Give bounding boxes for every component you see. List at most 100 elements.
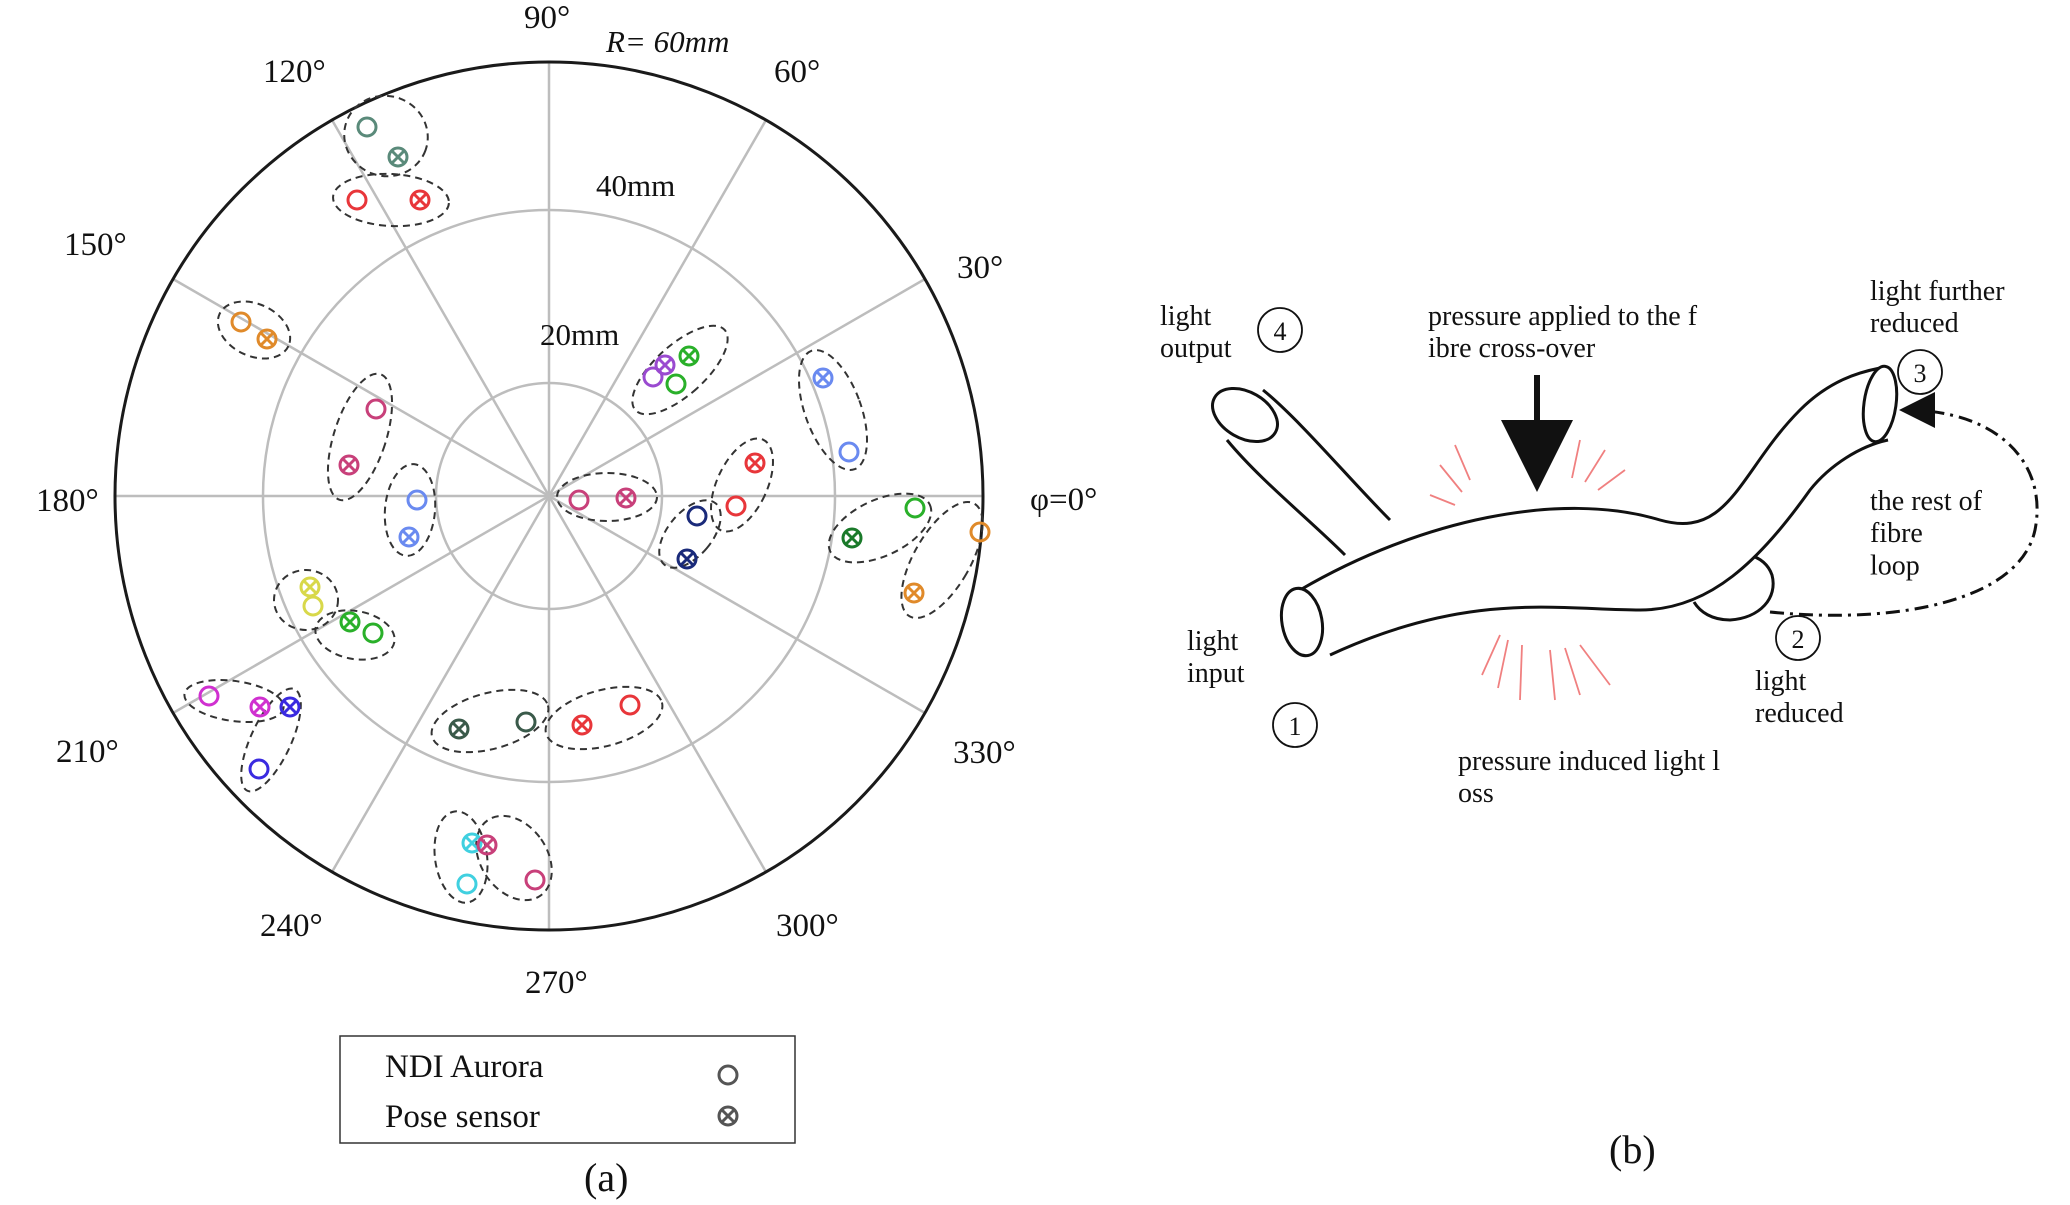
- aurora-marker: [356, 116, 378, 138]
- pose-marker: [678, 345, 700, 367]
- marker-group-outlines: [183, 94, 984, 904]
- pose-marker: [299, 576, 321, 598]
- pose-marker: [448, 718, 470, 740]
- angle-label-150: 150°: [64, 227, 127, 263]
- group-outline: [326, 372, 394, 502]
- pose-marker: [398, 526, 420, 548]
- aurora-marker: [904, 497, 926, 519]
- pose-marker: [249, 696, 271, 718]
- angle-label-240: 240°: [260, 908, 323, 944]
- pose-marker: [744, 452, 766, 474]
- pose-marker: [654, 354, 676, 376]
- aurora-marker: [524, 869, 546, 891]
- angle-label-300: 300°: [776, 908, 839, 944]
- group-outline: [556, 472, 658, 522]
- aurora-marker: [568, 489, 590, 511]
- pose-marker: [338, 454, 360, 476]
- group-outline: [710, 437, 774, 533]
- port-4-badge: [1257, 307, 1303, 353]
- angle-label-270: 270°: [525, 965, 588, 1001]
- caption-b: (b): [1609, 1127, 1656, 1172]
- angle-label-30: 30°: [957, 250, 1003, 286]
- pose-marker: [279, 696, 301, 718]
- group-outline: [183, 679, 285, 723]
- group-outline: [475, 814, 553, 902]
- aurora-marker: [515, 711, 537, 733]
- group-outline: [658, 499, 722, 569]
- port-3-badge: [1897, 349, 1943, 395]
- port-4-number: 4: [1274, 317, 1287, 346]
- aurora-marker: [248, 758, 270, 780]
- group-outline: [797, 349, 869, 471]
- aurora-marker: [686, 505, 708, 527]
- light-loss-rays: [1429, 439, 1626, 701]
- pose-marker: [409, 189, 431, 211]
- angle-label-0: φ=0°: [1030, 482, 1097, 518]
- pose-marker: [676, 548, 698, 570]
- port-2-number: 2: [1792, 625, 1805, 654]
- aurora-marker: [406, 489, 428, 511]
- port-4-end: [1211, 386, 1279, 444]
- aurora-marker: [969, 521, 991, 543]
- aurora-marker: [838, 441, 860, 463]
- legend-pose-symbol: [717, 1105, 739, 1127]
- pose-marker: [903, 582, 925, 604]
- group-outline: [332, 172, 450, 228]
- pose-sensor-markers: [249, 146, 925, 856]
- aurora-marker: [198, 685, 220, 707]
- aurora-marker: [230, 311, 252, 333]
- group-outline: [827, 492, 933, 564]
- pose-marker: [256, 328, 278, 350]
- polar-grid: [115, 62, 983, 930]
- front-fibre-tube: [1279, 364, 1899, 658]
- aurora-marker: [619, 694, 641, 716]
- aurora-marker: [665, 373, 687, 395]
- aurora-marker: [302, 595, 324, 617]
- aurora-marker: [362, 622, 384, 644]
- aurora-marker: [642, 366, 664, 388]
- legend-label-ndi-aurora: NDI Aurora: [385, 1049, 544, 1085]
- port-1-badge: [1272, 702, 1318, 748]
- spoke-150-330: [172, 277, 926, 715]
- ring-label-40mm: 40mm: [596, 168, 675, 203]
- port-2-badge: [1775, 615, 1821, 661]
- group-outline: [343, 94, 429, 178]
- pose-marker: [812, 367, 834, 389]
- aurora-marker: [725, 495, 747, 517]
- group-outline: [544, 685, 664, 751]
- angle-label-330: 330°: [953, 735, 1016, 771]
- ring-label-20mm: 20mm: [540, 317, 619, 352]
- group-outline: [430, 688, 550, 754]
- port-number-markers: [1257, 307, 1943, 748]
- pose-marker: [476, 834, 498, 856]
- radius-label: R= 60mm: [605, 24, 729, 59]
- pose-marker: [615, 487, 637, 509]
- pose-marker: [841, 527, 863, 549]
- port-3-end: [1861, 364, 1899, 444]
- port-3-number: 3: [1914, 359, 1927, 388]
- panel-a-polar-plot: R= 60mm 40mm 20mm φ=0° 30° 60° 90° 120° …: [36, 0, 1097, 1200]
- angle-label-90: 90°: [524, 0, 570, 36]
- pose-marker: [571, 714, 593, 736]
- group-outline: [383, 463, 437, 557]
- legend: NDI Aurora Pose sensor: [339, 1035, 796, 1144]
- pose-marker: [387, 146, 409, 168]
- angle-label-210: 210°: [56, 734, 119, 770]
- group-outline: [900, 500, 984, 620]
- pose-marker: [339, 611, 361, 633]
- angle-label-180: 180°: [36, 483, 99, 519]
- rest-of-loop-path: [1769, 392, 2039, 617]
- ndi-aurora-markers: [198, 116, 991, 895]
- group-outline: [631, 324, 729, 416]
- aurora-marker: [346, 189, 368, 211]
- group-outline: [240, 687, 302, 793]
- legend-frame: [339, 1035, 796, 1144]
- group-outline: [216, 300, 292, 360]
- angle-label-120: 120°: [263, 54, 326, 90]
